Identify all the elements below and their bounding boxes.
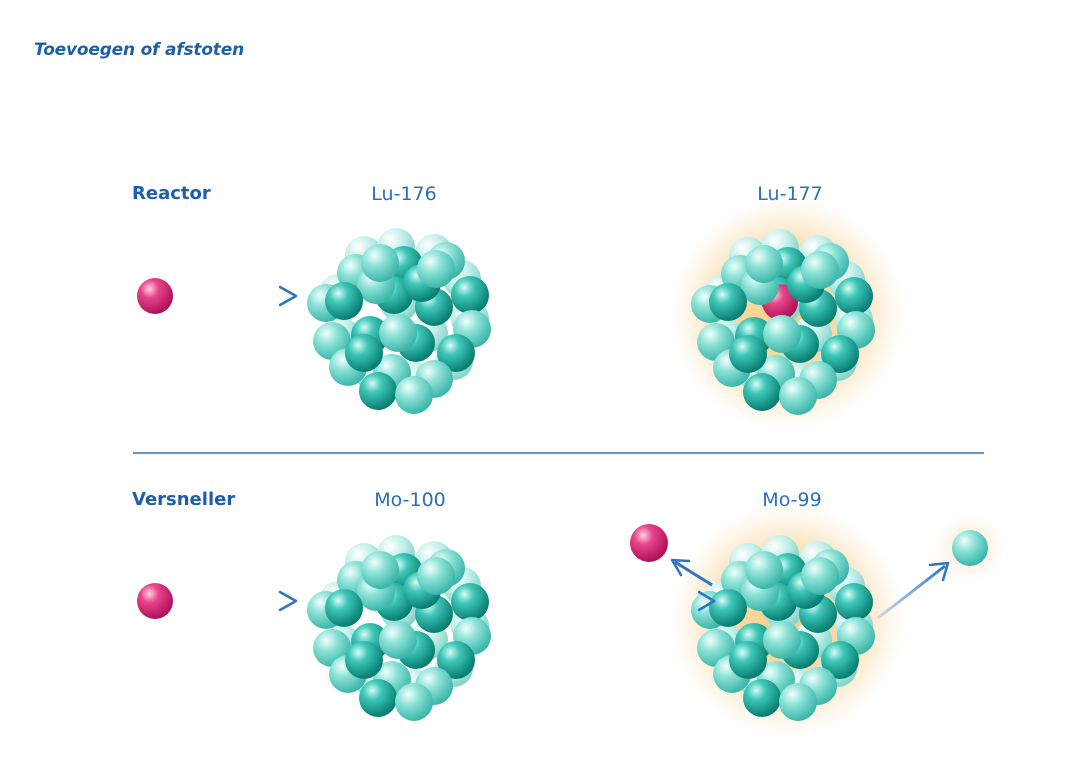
row-label-reactor: Reactor bbox=[132, 183, 211, 204]
nucleon bbox=[451, 276, 489, 314]
nucleon bbox=[359, 679, 397, 717]
nucleon bbox=[835, 277, 873, 315]
nucleon bbox=[729, 641, 767, 679]
nucleon bbox=[779, 683, 817, 721]
nucleon bbox=[729, 335, 767, 373]
nucleon bbox=[361, 244, 399, 282]
nucleon bbox=[379, 314, 417, 352]
nucleon bbox=[709, 283, 747, 321]
row-label-versneller: Versneller bbox=[132, 489, 236, 510]
arrow-head-versneller bbox=[278, 590, 298, 612]
nucleon bbox=[345, 334, 383, 372]
nucleon bbox=[801, 557, 839, 595]
nucleon bbox=[345, 641, 383, 679]
diagram-title: Toevoegen of afstoten bbox=[34, 40, 244, 60]
nucleon bbox=[395, 376, 433, 414]
nucleon bbox=[417, 557, 455, 595]
nucleon bbox=[709, 589, 747, 627]
isotope-label-lu-176: Lu-176 bbox=[371, 183, 437, 205]
nucleon bbox=[745, 551, 783, 589]
arrow-head-ejected-proton bbox=[670, 558, 691, 577]
isotope-label-mo-100: Mo-100 bbox=[374, 489, 446, 511]
nucleon bbox=[417, 250, 455, 288]
nucleon bbox=[325, 589, 363, 627]
nucleon bbox=[779, 377, 817, 415]
nucleon bbox=[801, 251, 839, 289]
incoming-particle-versneller bbox=[137, 583, 173, 619]
nucleon bbox=[361, 551, 399, 589]
arrow-head-beam-mo-99 bbox=[697, 590, 716, 612]
nucleon bbox=[763, 621, 801, 659]
nucleus-mo-100 bbox=[307, 535, 491, 721]
nucleon bbox=[743, 679, 781, 717]
ejected-neutron bbox=[952, 530, 988, 566]
nucleon bbox=[743, 373, 781, 411]
nucleon bbox=[835, 583, 873, 621]
arrow-head-ejected-neutron bbox=[928, 561, 950, 582]
nucleon bbox=[379, 621, 417, 659]
arrow-ejected-neutron bbox=[877, 564, 946, 620]
nucleon bbox=[325, 282, 363, 320]
nucleon bbox=[359, 372, 397, 410]
ejected-proton bbox=[630, 524, 668, 562]
nucleon bbox=[395, 683, 433, 721]
arrow-ejected-proton bbox=[674, 560, 713, 587]
nucleus-mo-99 bbox=[691, 535, 875, 721]
nucleon bbox=[745, 245, 783, 283]
arrow-head-reactor bbox=[278, 285, 298, 307]
incoming-particle-reactor bbox=[137, 278, 173, 314]
nucleon bbox=[821, 335, 859, 373]
nucleus-lu-177 bbox=[691, 229, 875, 415]
nucleus-lu-176 bbox=[307, 228, 491, 414]
nucleon bbox=[437, 334, 475, 372]
nucleon bbox=[821, 641, 859, 679]
nucleon bbox=[437, 641, 475, 679]
nucleon bbox=[451, 583, 489, 621]
nucleon bbox=[763, 315, 801, 353]
